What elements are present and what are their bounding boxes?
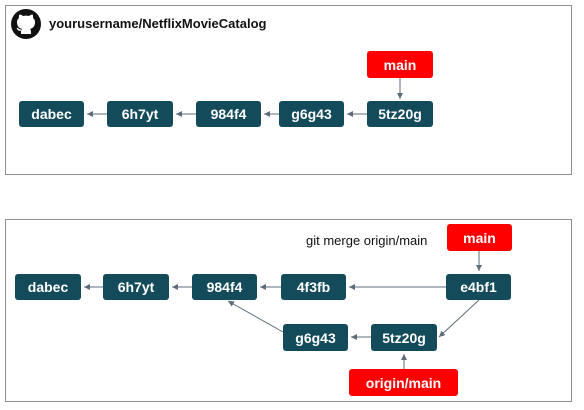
commit-g6g43-bottom: g6g43	[283, 324, 348, 351]
commit-5tz20g-bottom: 5tz20g	[371, 324, 437, 351]
commit-984f4-top: 984f4	[196, 101, 261, 127]
edge-e4bf1-to-5tz20g-bottom	[438, 299, 480, 338]
branch-main-bottom: main	[447, 224, 512, 251]
commit-dabec-bottom: dabec	[15, 274, 81, 300]
merge-command-text: git merge origin/main	[306, 233, 428, 248]
commit-e4bf1-bottom: e4bf1	[446, 274, 511, 300]
repo-title: yourusername/NetflixMovieCatalog	[49, 16, 267, 31]
top-panel	[5, 5, 572, 175]
commit-dabec-top: dabec	[19, 101, 84, 127]
commit-5tz20g-top: 5tz20g	[367, 101, 433, 127]
edge-g6g43-to-984f4-bottom	[227, 300, 284, 333]
commit-6h7yt-bottom: 6h7yt	[103, 274, 169, 300]
commit-984f4-bottom: 984f4	[192, 274, 257, 300]
branch-main-top: main	[367, 51, 433, 78]
github-icon	[10, 8, 42, 40]
branch-origin-main: origin/main	[349, 369, 458, 396]
commit-6h7yt-top: 6h7yt	[107, 101, 173, 127]
commit-4f3fb-bottom: 4f3fb	[281, 274, 346, 300]
commit-g6g43-top: g6g43	[279, 101, 344, 127]
